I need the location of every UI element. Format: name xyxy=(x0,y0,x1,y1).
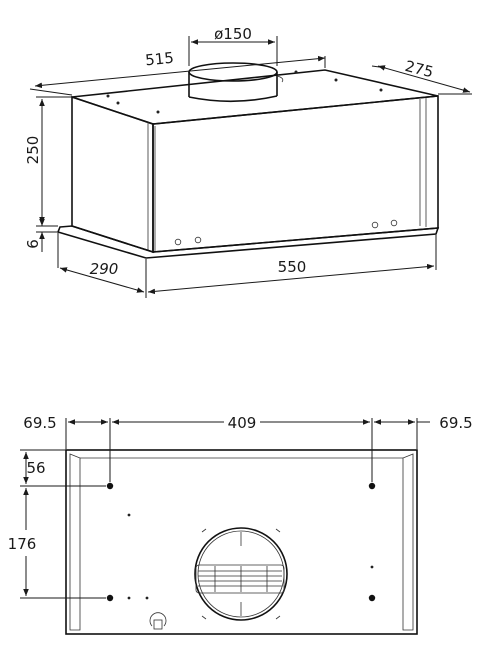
power-cable-icon xyxy=(149,612,167,630)
width-back-label: 515 xyxy=(144,49,174,70)
perspective-view: ø150 515 275 250 6 xyxy=(24,25,472,298)
exhaust-collar xyxy=(188,62,284,103)
mounting-hole-icon xyxy=(106,594,114,602)
dimension-height: 250 xyxy=(24,96,72,227)
screw-icon xyxy=(390,219,398,227)
hole-spacing-label: 409 xyxy=(228,414,257,432)
dimension-width-bottom: 550 xyxy=(147,235,437,295)
hole-depth-label: 176 xyxy=(8,535,37,553)
bottom-view: 69.5 409 69.5 56 176 xyxy=(8,414,473,635)
height-label: 250 xyxy=(24,136,42,165)
hood-body xyxy=(56,69,440,259)
dimension-hole-depth: 176 xyxy=(8,488,106,599)
fan-outlet xyxy=(194,527,288,621)
dimension-depth-right: 275 xyxy=(371,57,472,95)
right-offset-label: 69.5 xyxy=(439,414,472,432)
dimension-depth-bottom: 290 xyxy=(57,233,147,298)
depth-right-label: 275 xyxy=(403,57,435,81)
dimension-left-offset: 69.5 xyxy=(23,414,111,482)
mounting-hole-icon xyxy=(368,594,376,602)
mounting-hole-icon xyxy=(106,482,114,490)
dimension-width-back: 515 xyxy=(29,49,326,96)
mounting-hole-icon xyxy=(368,482,376,490)
left-offset-label: 69.5 xyxy=(23,414,56,432)
diameter-label: ø150 xyxy=(214,25,252,43)
dimension-flange: 6 xyxy=(24,206,58,252)
screw-icon xyxy=(194,236,202,244)
screw-icon xyxy=(371,221,379,229)
dimension-right-offset: 69.5 xyxy=(374,414,473,449)
front-offset-label: 56 xyxy=(26,459,45,477)
dimension-diameter: ø150 xyxy=(188,25,278,66)
depth-bottom-label: 290 xyxy=(90,260,119,278)
width-bottom-label: 550 xyxy=(278,258,307,276)
dimension-hole-spacing: 409 xyxy=(112,414,373,482)
dimension-front-offset: 56 xyxy=(20,449,106,487)
flange-label: 6 xyxy=(24,239,42,249)
screw-icon xyxy=(174,238,182,246)
